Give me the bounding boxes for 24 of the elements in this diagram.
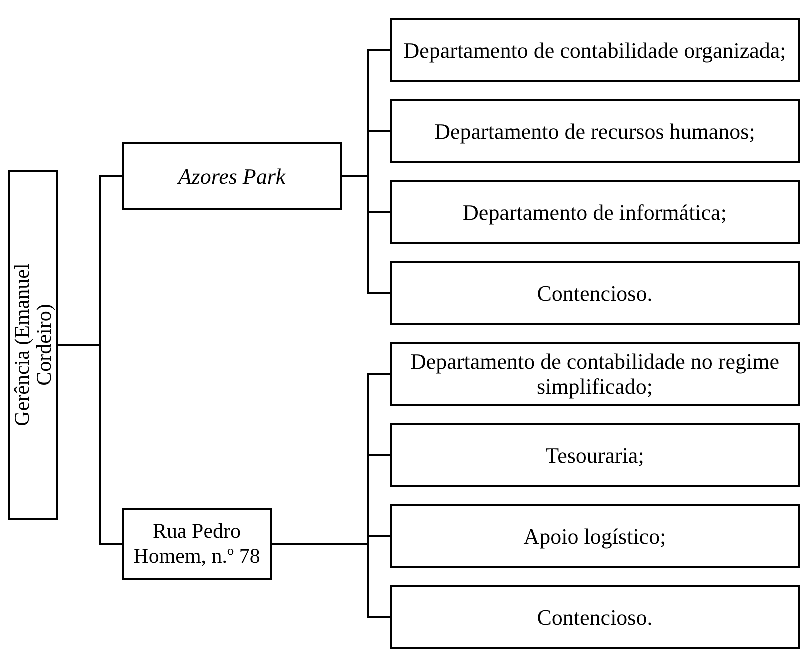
box-label: Azores Park	[176, 164, 287, 188]
box-label: Departamento de recursos humanos;	[434, 118, 756, 144]
org-box	[390, 342, 800, 406]
org-box	[122, 508, 272, 580]
org-box	[390, 585, 800, 649]
box-label: Apoio logístico;	[522, 524, 668, 548]
box-label: Departamento de contabilidade organizada;	[402, 38, 788, 62]
org-box	[390, 18, 800, 82]
org-box	[122, 142, 342, 210]
box-label: Departamento de contabilidade no regime simplificado;	[410, 349, 780, 399]
connector-line	[58, 344, 122, 545]
org-box	[390, 99, 800, 163]
org-box	[390, 423, 800, 487]
org-box	[390, 261, 800, 325]
box-label: Tesouraria;	[544, 442, 646, 468]
box-label: Gerência (Emanuel Cordeiro)	[11, 262, 55, 428]
connector-line	[342, 175, 390, 294]
org-box	[390, 180, 800, 244]
box-label: Rua Pedro Homem, n.º 78	[132, 519, 262, 569]
box-label: Contencioso.	[536, 604, 654, 630]
box-label: Contencioso.	[536, 280, 654, 306]
box-label: Departamento de informática;	[462, 200, 728, 224]
org-box	[8, 170, 58, 520]
org-box	[390, 504, 800, 568]
